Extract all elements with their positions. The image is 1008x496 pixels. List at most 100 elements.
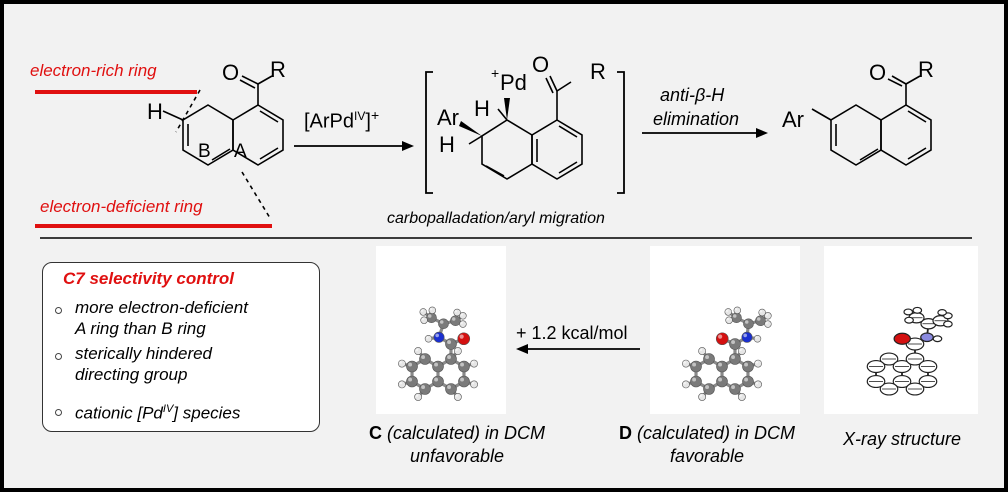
atom-highlight bbox=[427, 314, 432, 318]
substrate-r-group: R bbox=[270, 57, 286, 82]
atom-highlight bbox=[755, 381, 759, 385]
xray-panel bbox=[824, 246, 978, 414]
product-molecule bbox=[811, 75, 932, 166]
atom-h bbox=[733, 306, 742, 315]
atom-h bbox=[459, 320, 467, 328]
atom-o bbox=[715, 332, 729, 346]
substrate-o-atom: O bbox=[222, 60, 240, 85]
atom-highlight bbox=[455, 394, 458, 397]
selectivity-title: C7 selectivity control bbox=[63, 269, 235, 288]
energy-label: + 1.2 kcal/mol bbox=[516, 323, 628, 343]
atom-highlight bbox=[743, 333, 747, 338]
atom-c bbox=[445, 383, 457, 395]
xray-model bbox=[866, 306, 953, 396]
atom-highlight bbox=[699, 348, 703, 352]
atom-highlight bbox=[471, 361, 475, 364]
atom-highlight bbox=[426, 336, 429, 339]
atom-highlight bbox=[744, 377, 748, 382]
atom-highlight bbox=[460, 377, 464, 382]
reagent-bracket: ] bbox=[365, 110, 371, 133]
atom-highlight bbox=[434, 377, 439, 382]
atom-h bbox=[398, 380, 406, 389]
reagent-charge: + bbox=[370, 107, 380, 123]
structure-d-model bbox=[682, 306, 772, 401]
atom-highlight bbox=[434, 362, 439, 367]
product-o-atom: O bbox=[869, 60, 887, 85]
atom-h bbox=[698, 347, 707, 355]
atom-n bbox=[433, 331, 445, 343]
atom-c bbox=[729, 353, 741, 365]
bullet-3-superscript: IV bbox=[162, 403, 174, 415]
atom-highlight bbox=[415, 348, 419, 352]
atom-n bbox=[920, 332, 934, 343]
intermediate-molecule bbox=[459, 75, 583, 180]
atom-h bbox=[725, 316, 733, 324]
reaction-arrow-1-head bbox=[402, 141, 414, 151]
atom-highlight bbox=[755, 361, 759, 364]
atom-h bbox=[932, 335, 943, 343]
intermediate-brackets bbox=[425, 71, 625, 194]
atom-highlight bbox=[765, 313, 768, 316]
caption-d-status: favorable bbox=[669, 446, 745, 466]
arrow2-label-line1: anti-β-H bbox=[660, 85, 725, 105]
atom-highlight bbox=[759, 310, 763, 313]
atom-highlight bbox=[756, 317, 761, 321]
caption-d-letter: D bbox=[618, 423, 632, 443]
atom-c bbox=[742, 360, 754, 373]
reagent-oxidation-state: IV bbox=[354, 109, 366, 123]
atom-h bbox=[414, 393, 423, 401]
atom-c bbox=[731, 312, 742, 324]
atom-c bbox=[690, 360, 702, 373]
atom-c bbox=[716, 375, 728, 388]
atom-highlight bbox=[455, 348, 458, 352]
structure-c-panel bbox=[376, 246, 506, 414]
atom-highlight bbox=[683, 381, 686, 385]
atom-highlight bbox=[726, 317, 730, 321]
atom-h bbox=[424, 335, 433, 343]
caption-c-text: (calculated) in DCM bbox=[386, 423, 546, 443]
atom-highlight bbox=[731, 385, 735, 389]
atom-highlight bbox=[421, 317, 425, 321]
arrow2-label-line2: elimination bbox=[653, 109, 740, 129]
electron-deficient-label: electron-deficient ring bbox=[40, 197, 203, 216]
atom-highlight bbox=[683, 361, 686, 364]
atom-highlight bbox=[739, 348, 742, 352]
atom-highlight bbox=[460, 362, 464, 367]
atom-h bbox=[724, 308, 732, 316]
bullet-dot-icon bbox=[55, 353, 62, 360]
atom-h bbox=[698, 393, 707, 401]
atom-c bbox=[419, 353, 431, 365]
atom-h bbox=[764, 320, 772, 328]
atom-h bbox=[420, 316, 428, 324]
atom-c bbox=[445, 338, 457, 350]
atom-highlight bbox=[731, 355, 735, 359]
atom-c bbox=[729, 383, 741, 395]
atom-highlight bbox=[421, 355, 426, 359]
caption-c-status: unfavorable bbox=[409, 446, 505, 466]
atom-c bbox=[755, 315, 766, 327]
reaction-arrow-2-head bbox=[756, 128, 768, 138]
caption-xray: X-ray structure bbox=[842, 429, 962, 449]
atom-h bbox=[943, 320, 953, 328]
atom-c bbox=[703, 353, 715, 365]
atom-highlight bbox=[460, 321, 463, 325]
atom-c bbox=[729, 338, 741, 350]
atom-c bbox=[742, 375, 754, 388]
atom-h bbox=[904, 316, 914, 324]
substrate-h-atom: H bbox=[147, 99, 163, 124]
bullet-3-tail: ] species bbox=[173, 403, 241, 423]
atom-highlight bbox=[471, 381, 475, 385]
atom-highlight bbox=[408, 362, 413, 367]
atom-highlight bbox=[447, 385, 451, 389]
atom-c bbox=[450, 315, 461, 327]
bullet-3-text: cationic [Pd bbox=[75, 403, 163, 423]
atom-h bbox=[737, 347, 746, 355]
atom-h bbox=[470, 380, 478, 389]
atom-c bbox=[432, 360, 444, 373]
caption-c-letter: C bbox=[368, 423, 382, 443]
atom-highlight bbox=[734, 307, 738, 311]
atom-highlight bbox=[744, 320, 749, 324]
atom-h bbox=[754, 359, 762, 368]
atom-c bbox=[716, 360, 728, 373]
atom-h bbox=[453, 347, 462, 355]
